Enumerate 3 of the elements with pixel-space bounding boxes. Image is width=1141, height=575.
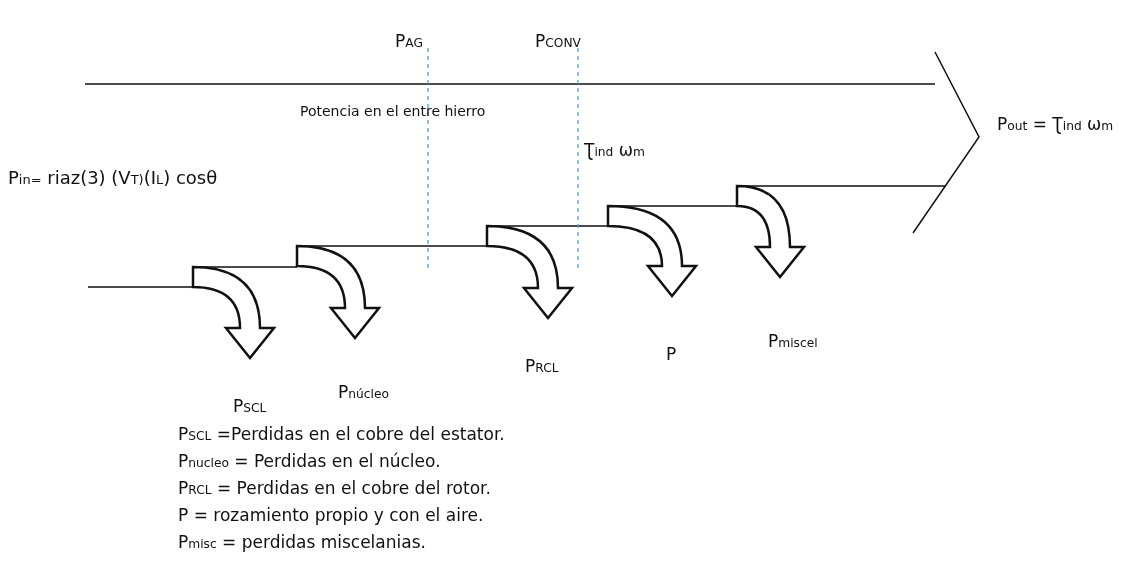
- annotation-text: Potencia en el entre hierro: [300, 104, 486, 119]
- loss-label: P: [666, 345, 677, 363]
- definition-text: P = rozamiento propio y con el aire.: [178, 506, 484, 524]
